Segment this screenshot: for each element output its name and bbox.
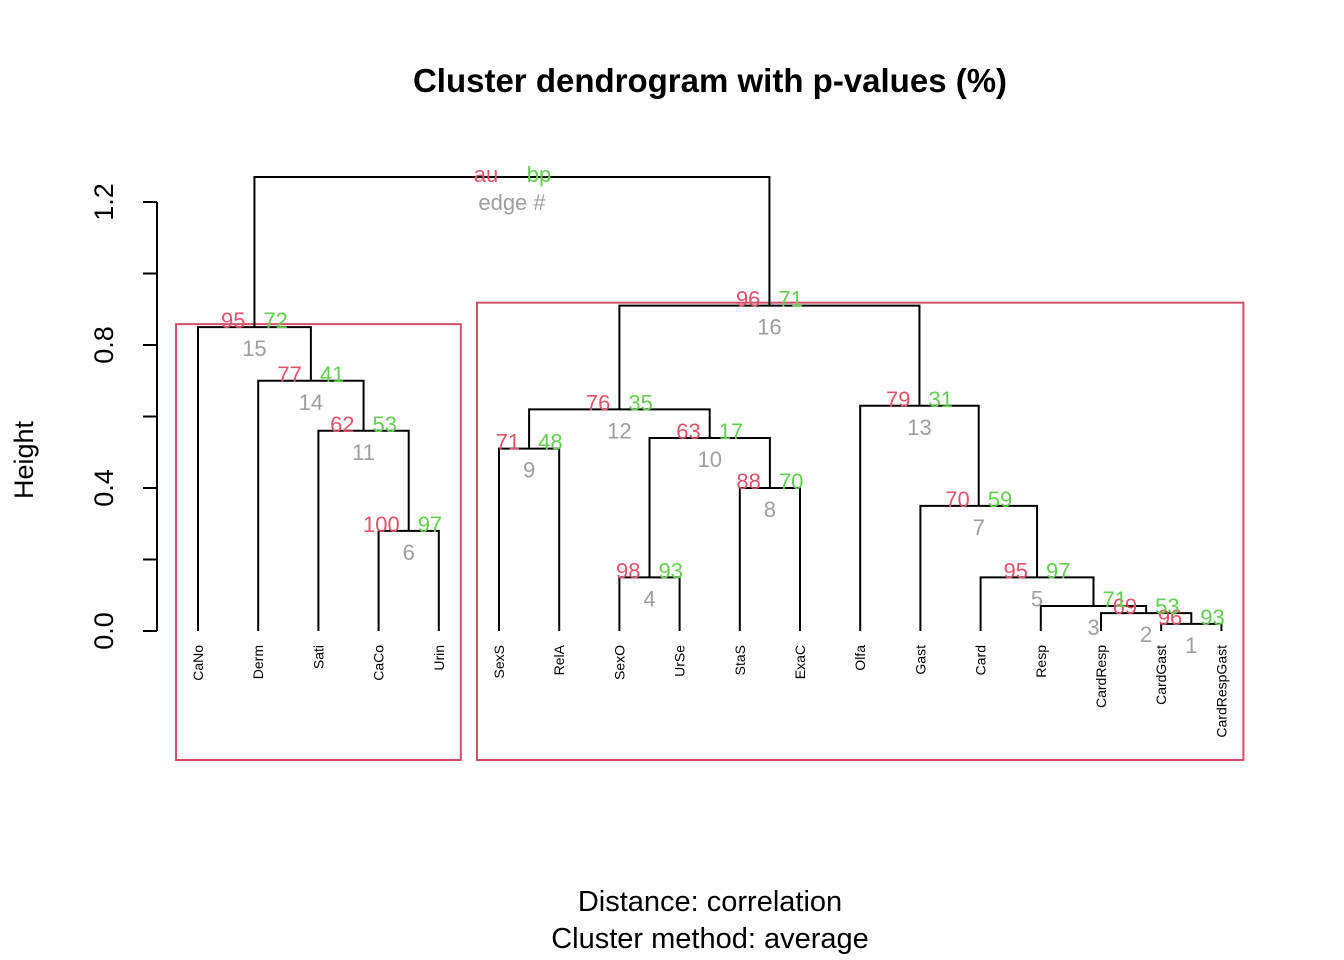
edge-number-1: 1 (1185, 633, 1197, 658)
bp-value-1: 93 (1200, 605, 1224, 630)
au-value-5: 95 (1004, 558, 1028, 583)
bp-value-4: 93 (659, 558, 683, 583)
au-value-11: 62 (330, 412, 354, 437)
leaf-label-exac: ExaC (792, 645, 808, 679)
edge-number-12: 12 (607, 418, 631, 443)
au-value-6: 100 (363, 512, 400, 537)
edge-number-6: 6 (403, 540, 415, 565)
cluster-rectangles (175, 301, 1245, 761)
legend: au bp edge # (474, 162, 551, 215)
leaf-label-rela: RelA (551, 644, 567, 675)
au-value-4: 98 (616, 558, 640, 583)
edge-number-5: 5 (1031, 586, 1043, 611)
leaf-label-caco: CaCo (371, 645, 387, 681)
au-value-12: 76 (586, 390, 610, 415)
au-value-14: 77 (277, 362, 301, 387)
leaf-label-urse: UrSe (672, 645, 688, 677)
bp-value-2: 53 (1155, 594, 1179, 619)
edge-number-11: 11 (352, 440, 375, 465)
edge-number-2: 2 (1140, 622, 1152, 647)
bp-value-16: 71 (778, 287, 802, 312)
leaf-label-cardgast: CardGast (1153, 645, 1169, 705)
au-value-7: 70 (945, 487, 969, 512)
leaf-label-derm: Derm (250, 645, 266, 679)
leaf-label-sexs: SexS (491, 645, 507, 678)
merge-root (253, 175, 771, 328)
bp-value-8: 70 (779, 469, 803, 494)
y-axis: 0.0 0.4 0.8 1.2 (89, 183, 158, 650)
edge-number-16: 16 (757, 315, 781, 340)
y-tick-label: 0.4 (89, 469, 119, 507)
y-axis-label: Height (9, 420, 39, 499)
dendrogram-tree (197, 175, 1223, 631)
leaf-label-gast: Gast (912, 645, 928, 675)
edge-number-9: 9 (523, 458, 535, 483)
bp-value-5: 97 (1046, 558, 1070, 583)
edge-number-3: 3 (1087, 615, 1099, 640)
bp-value-7: 59 (988, 487, 1012, 512)
au-value-2: 69 (1113, 594, 1137, 619)
bp-value-11: 53 (373, 412, 397, 437)
y-tick-label: 0.0 (89, 612, 119, 650)
leaf-label-cardresp: CardResp (1093, 645, 1109, 708)
chart-title: Cluster dendrogram with p-values (%) (413, 62, 1007, 99)
au-value-13: 79 (886, 387, 910, 412)
y-tick-label: 1.2 (89, 183, 119, 221)
cluster-rect-1 (175, 323, 462, 761)
leaf-label-sati: Sati (310, 645, 326, 669)
leaf-label-olfa: Olfa (852, 645, 868, 671)
au-value-9: 71 (496, 430, 520, 455)
y-tick-label: 0.8 (89, 326, 119, 364)
caption-distance: Distance: correlation (578, 886, 842, 918)
au-value-15: 95 (221, 308, 245, 333)
au-value-10: 63 (676, 419, 700, 444)
bp-value-9: 48 (538, 430, 562, 455)
edge-number-15: 15 (242, 336, 266, 361)
bp-value-6: 97 (418, 512, 442, 537)
bp-value-10: 17 (719, 419, 743, 444)
au-value-8: 88 (736, 469, 760, 494)
leaf-label-resp: Resp (1033, 645, 1049, 678)
leaf-label-card: Card (973, 645, 989, 675)
bp-value-15: 72 (263, 308, 287, 333)
leaf-label-sexo: SexO (611, 645, 627, 680)
cluster-rect-2 (476, 301, 1245, 761)
leaf-label-cardrespgast: CardRespGast (1213, 645, 1229, 738)
edge-number-8: 8 (764, 497, 776, 522)
leaf-label-cano: CaNo (190, 645, 206, 681)
bp-value-3: 71 (1102, 587, 1126, 612)
edge-number-10: 10 (697, 447, 721, 472)
au-value-16: 96 (736, 287, 760, 312)
bp-value-12: 35 (628, 390, 652, 415)
au-value-1: 96 (1158, 605, 1182, 630)
leaf-label-urin: Urin (431, 645, 447, 671)
leaf-labels: CaNo Derm Sati CaCo Urin SexS RelA SexO UrSe StaS… (190, 644, 1229, 737)
edge-number-13: 13 (907, 415, 931, 440)
edge-number-7: 7 (973, 515, 985, 540)
leaf-label-stas: StaS (732, 645, 748, 675)
caption-method: Cluster method: average (551, 923, 869, 955)
legend-bp: bp (527, 162, 551, 187)
edge-number-14: 14 (299, 390, 323, 415)
legend-edge: edge # (478, 190, 546, 215)
legend-au: au (474, 162, 498, 187)
bp-value-13: 31 (928, 387, 952, 412)
bp-value-14: 41 (320, 362, 344, 387)
edge-number-4: 4 (643, 586, 655, 611)
